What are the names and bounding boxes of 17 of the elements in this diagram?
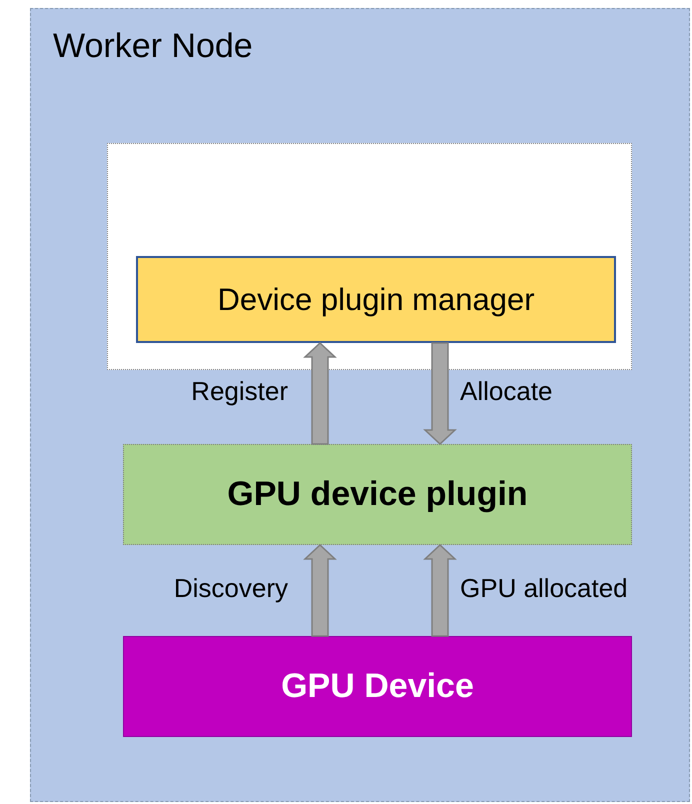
block-arrow [303, 544, 337, 637]
edge-label: Register [191, 376, 288, 406]
box-label: GPU device plugin [227, 475, 528, 514]
component-box [123, 636, 632, 737]
edge-label: GPU allocated [460, 572, 628, 604]
panel-title: Worker Node [53, 27, 253, 66]
container-box [107, 143, 632, 370]
edge-label: Allocate [460, 376, 552, 406]
node-panel [30, 8, 690, 802]
box-label: GPU Device [281, 667, 474, 706]
box-label: Device plugin manager [217, 282, 535, 318]
edge-label: Discovery [174, 572, 288, 604]
block-arrow [303, 342, 337, 445]
block-arrow [423, 342, 457, 446]
component-box [136, 256, 616, 343]
block-arrow [423, 544, 457, 637]
component-box [123, 444, 632, 545]
